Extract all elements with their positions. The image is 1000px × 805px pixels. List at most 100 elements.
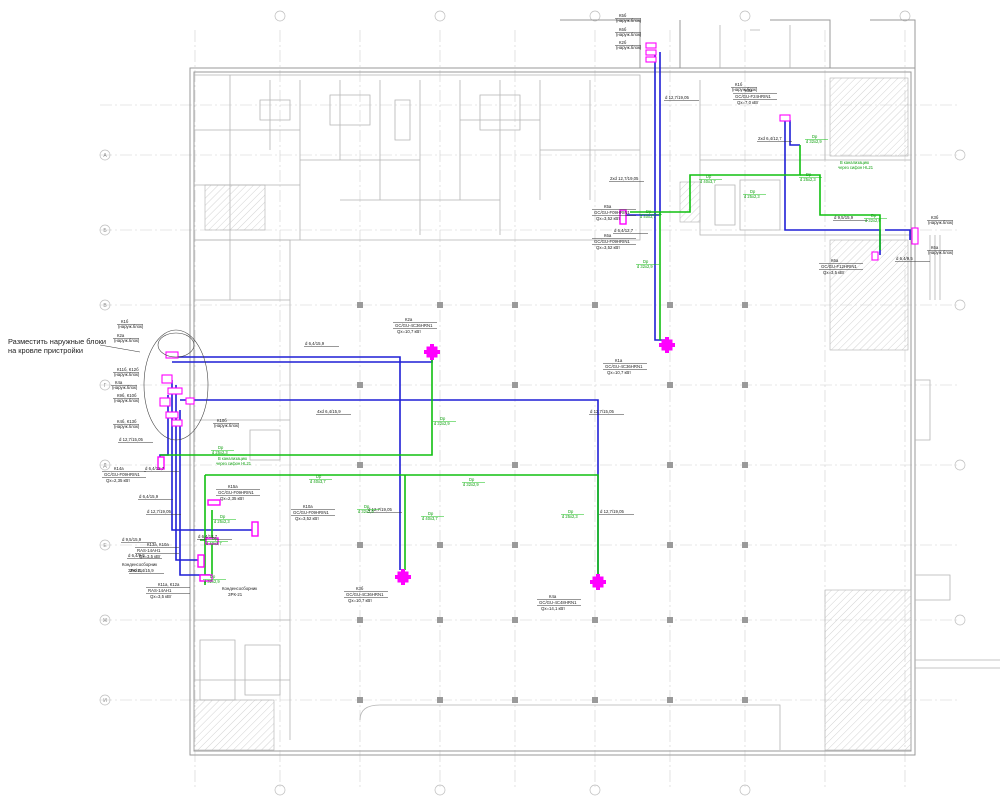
outdoor-unit-block bbox=[645, 56, 657, 63]
drain-size-label: Dрd 32х2,9 bbox=[357, 504, 380, 514]
drain-lines bbox=[160, 145, 881, 585]
drain-size-label: Dрd 40х3,7 bbox=[421, 511, 444, 521]
indoor-unit-model: GC/GU-F09HRIN1 bbox=[594, 239, 630, 244]
indoor-unit-model: GC/GU-F24HRIN1 bbox=[735, 94, 771, 99]
siphon-line-2: через сифон НL21 bbox=[838, 165, 874, 170]
outdoor-unit-sub: (наруж.блок) bbox=[114, 372, 140, 377]
drain-size-label: Dрd 32х2,9 bbox=[805, 134, 828, 144]
outdoor-unit-tag: К2а bbox=[117, 333, 125, 338]
pipe-diameter-label: d 6,4/9,5 bbox=[128, 553, 145, 558]
pipe-diameter-label: d 9,5/15,9 bbox=[834, 215, 854, 220]
drain-diameter: d 25х2,3 bbox=[212, 450, 228, 455]
outdoor-unit-label: К10б(наруж.блок) bbox=[213, 418, 240, 428]
outdoor-unit-tag: К6б bbox=[619, 27, 627, 32]
outdoor-unit-sub: (наруж.блок) bbox=[616, 45, 642, 50]
drain-code: Dр bbox=[750, 189, 756, 194]
outdoor-unit-block bbox=[185, 397, 195, 405]
pipe-diameter-label: d 6,4/12,7 bbox=[614, 228, 634, 233]
cassette-unit-icon bbox=[659, 337, 675, 353]
axis-letter: Г bbox=[104, 383, 107, 389]
drain-size-label: Dрd 32х2,9 bbox=[433, 416, 456, 426]
outdoor-unit-sub: (наруж.блок) bbox=[732, 87, 758, 92]
indoor-unit-tag: К2а bbox=[405, 317, 413, 322]
indoor-unit-model: RAS-14AH1 bbox=[137, 548, 161, 553]
indoor-unit-capacity: Qх=14,1 кВт bbox=[541, 606, 565, 611]
outdoor-unit-tag: К6а bbox=[931, 245, 939, 250]
outdoor-unit-sub: (наруж.блок) bbox=[928, 220, 954, 225]
condensate-model: ЗРК-21 bbox=[128, 568, 143, 573]
axis-letter: В bbox=[103, 303, 107, 309]
drain-size-label: Dрd 25х2,3 bbox=[799, 172, 822, 182]
outdoor-unit-sub: (наруж.блок) bbox=[616, 18, 642, 23]
siphon-line-1: В канализацию bbox=[218, 456, 247, 461]
outdoor-unit-label: К3б(наруж.блок) bbox=[927, 215, 954, 225]
indoor-unit-capacity: Qх=10,7 кВт bbox=[348, 598, 372, 603]
condensate-model: ЗРК-21 bbox=[228, 592, 243, 597]
drain-code: Dр bbox=[643, 259, 649, 264]
outdoor-unit-label: К11б, К12б(наруж.блок) bbox=[113, 367, 140, 377]
outdoor-unit-label: К6б(наруж.блок) bbox=[615, 27, 642, 37]
wall-unit-icon bbox=[199, 574, 213, 582]
cassette-unit-icon bbox=[590, 574, 606, 590]
drain-diameter: d 40х3,7 bbox=[700, 179, 716, 184]
drain-code: Dр bbox=[212, 536, 218, 541]
pipe-diameter-label: d 6,4/15,9 bbox=[139, 494, 159, 499]
outdoor-unit-block bbox=[645, 42, 657, 49]
drain-code: Dр bbox=[220, 514, 226, 519]
outdoor-unit-label: К9б, К10б(наруж.блок) bbox=[113, 393, 140, 403]
pipe-diameter-label: d 6,4/9,5 bbox=[896, 256, 913, 261]
drain-code: Dр bbox=[871, 213, 877, 218]
pipe-diameter-label: d 9,5/15,9 bbox=[122, 537, 142, 542]
outdoor-unit-label: К1б(наруж.блок) bbox=[731, 82, 758, 92]
drain-size-label: Dрd 40х3,7 bbox=[639, 209, 662, 219]
indoor-unit-capacity: Qх=2,35 кВт bbox=[220, 496, 244, 501]
ac-units bbox=[157, 42, 919, 590]
outdoor-unit-label: К2б(наруж.блок) bbox=[615, 40, 642, 50]
outdoor-unit-block bbox=[779, 114, 791, 122]
wall-unit-icon bbox=[207, 499, 221, 506]
note-line-1: Разместить наружные блоки bbox=[8, 337, 106, 346]
drain-diameter: d 32х2,9 bbox=[434, 421, 450, 426]
drain-diameter: d 32х2,9 bbox=[806, 139, 822, 144]
outdoor-unit-sub: (наруж.блок) bbox=[928, 250, 954, 255]
pipe-diameter-label: 2хd 6,4/12,7 bbox=[758, 136, 782, 141]
outdoor-unit-tag: К4б, К13б bbox=[117, 419, 137, 424]
drain-size-label: Dрd 32х2,9 bbox=[864, 213, 887, 223]
note-callout: Разместить наружные блоки на кровле прис… bbox=[8, 329, 209, 441]
wall-unit-icon bbox=[205, 537, 219, 545]
drain-diameter: d 40х3,7 bbox=[422, 516, 438, 521]
indoor-unit-tag: К6а bbox=[831, 258, 839, 263]
pipe-diameter-label: d 6,4/12,7 bbox=[145, 466, 165, 471]
outdoor-unit-sub: (наруж.блок) bbox=[112, 385, 138, 390]
drain-size-label: Dрd 32х2,9 bbox=[462, 477, 485, 487]
condensate-title: Конденсосборник bbox=[122, 562, 157, 567]
note-line-2: на кровле пристройки bbox=[8, 346, 83, 355]
drain-code: Dр bbox=[469, 477, 475, 482]
siphon-line-1: В канализацию bbox=[840, 160, 869, 165]
indoor-unit-model: GC/GU-F09HRIN1 bbox=[104, 472, 140, 477]
drain-code: Dр bbox=[210, 574, 216, 579]
pipe-diameter-label: 4хd 6,4/15,9 bbox=[317, 409, 341, 414]
drain-diameter: d 40х3,7 bbox=[206, 541, 222, 546]
drain-diameter: d 32х2,9 bbox=[204, 579, 220, 584]
outdoor-unit-block bbox=[161, 374, 173, 384]
drain-diameter: d 25х2,3 bbox=[562, 514, 578, 519]
wall-unit-icon bbox=[157, 456, 165, 470]
drain-diameter: d 32х2,9 bbox=[358, 509, 374, 514]
drain-diameter: d 25х2,3 bbox=[214, 519, 230, 524]
drain-diameter: d 25х2,3 bbox=[744, 194, 760, 199]
condensate-title: Конденсосборник bbox=[222, 586, 257, 591]
indoor-unit-tag: К5а bbox=[604, 204, 612, 209]
drain-diameter: d 25х2,3 bbox=[800, 177, 816, 182]
drain-diameter: d 32х2,9 bbox=[463, 482, 479, 487]
outdoor-unit-tag: К2б bbox=[619, 40, 627, 45]
pipe-diameter-label: d 12,7/15,05 bbox=[590, 409, 615, 414]
indoor-unit-model: GC/GU-F09HRIN1 bbox=[218, 490, 254, 495]
